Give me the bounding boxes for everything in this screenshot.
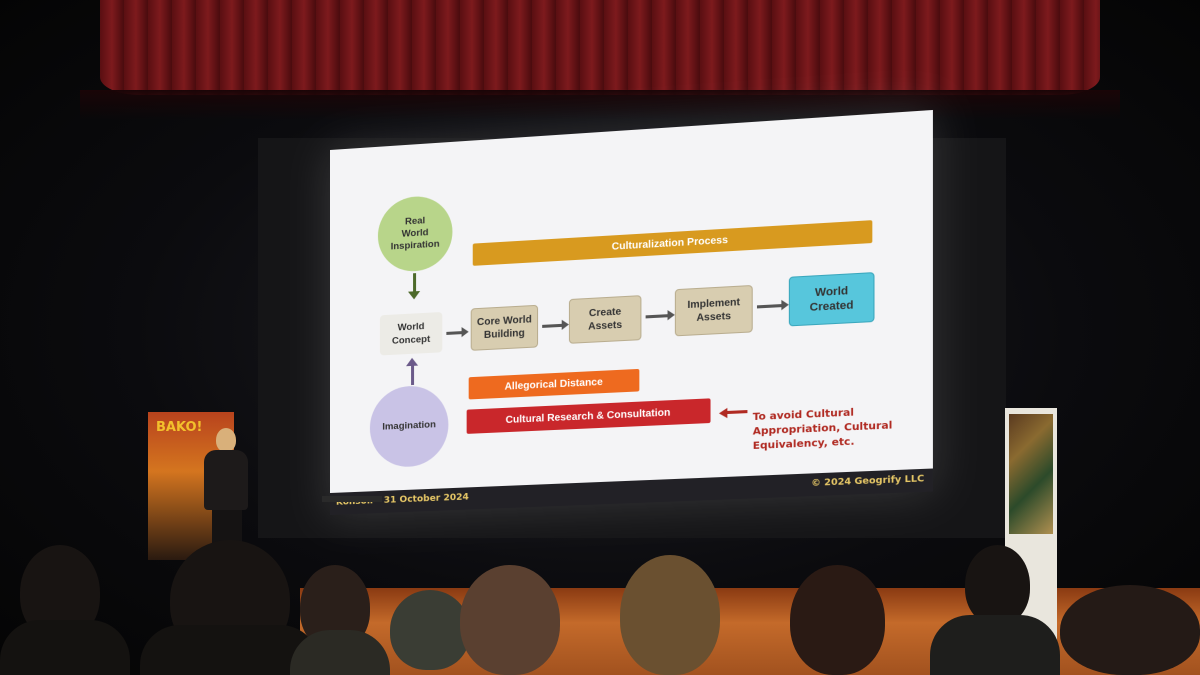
presenter-torso (204, 450, 248, 510)
culturalization-process-label: Culturalization Process (611, 234, 728, 253)
podium (322, 496, 382, 502)
audience-body (0, 620, 130, 675)
arrow-right-icon (756, 304, 783, 309)
arrow-up-icon (411, 364, 415, 386)
audience-head (1060, 585, 1200, 675)
audience-head (460, 565, 560, 675)
presenter-head (216, 428, 236, 452)
footer-copyright: © 2024 Geogrify LLC (811, 474, 925, 489)
real-world-inspiration-circle: Real World Inspiration (377, 194, 453, 274)
world-created-node: World Created (788, 272, 875, 327)
audience-head (790, 565, 885, 675)
allegorical-distance-bar: Allegorical Distance (468, 368, 640, 400)
presenter (198, 428, 258, 558)
curtain-shadow (80, 90, 1120, 120)
audience-body (290, 630, 390, 675)
audience-body (930, 615, 1060, 675)
arrow-right-icon (542, 323, 563, 328)
world-concept-label: World Concept (391, 320, 431, 347)
cultural-research-label: Cultural Research & Consultation (505, 406, 671, 426)
create-assets-label: Create Assets (588, 306, 623, 333)
create-assets-node: Create Assets (568, 295, 642, 344)
arrow-down-head (408, 291, 421, 300)
cultural-note: To avoid Cultural Appropriation, Cultura… (753, 389, 914, 454)
core-world-building-node: Core World Building (470, 304, 539, 351)
arrow-right-icon (645, 314, 669, 319)
implement-assets-label: Implement Assets (687, 296, 741, 324)
imagination-circle: Imagination (369, 384, 449, 469)
banner-artwork (1009, 414, 1053, 534)
real-world-inspiration-label: Real World Inspiration (390, 215, 440, 253)
implement-assets-node: Implement Assets (674, 284, 753, 337)
cultural-note-text: To avoid Cultural Appropriation, Cultura… (752, 407, 893, 453)
core-world-building-label: Core World Building (476, 314, 532, 342)
imagination-label: Imagination (382, 419, 436, 433)
audience-head (620, 555, 720, 675)
world-created-label: World Created (809, 284, 854, 314)
allegorical-distance-label: Allegorical Distance (504, 376, 603, 393)
stage-curtain (100, 0, 1100, 95)
cultural-research-bar: Cultural Research & Consultation (466, 398, 711, 434)
arrow-left-shaft (726, 410, 748, 415)
arrow-right-icon (446, 331, 463, 335)
presentation-slide: Real World Inspiration Culturalization P… (330, 109, 933, 515)
culturalization-process-bar: Culturalization Process (472, 220, 873, 266)
banner-title: BAKO! (156, 420, 203, 435)
world-concept-node: World Concept (379, 311, 443, 356)
audience-head (965, 545, 1030, 625)
audience-head (390, 590, 470, 670)
